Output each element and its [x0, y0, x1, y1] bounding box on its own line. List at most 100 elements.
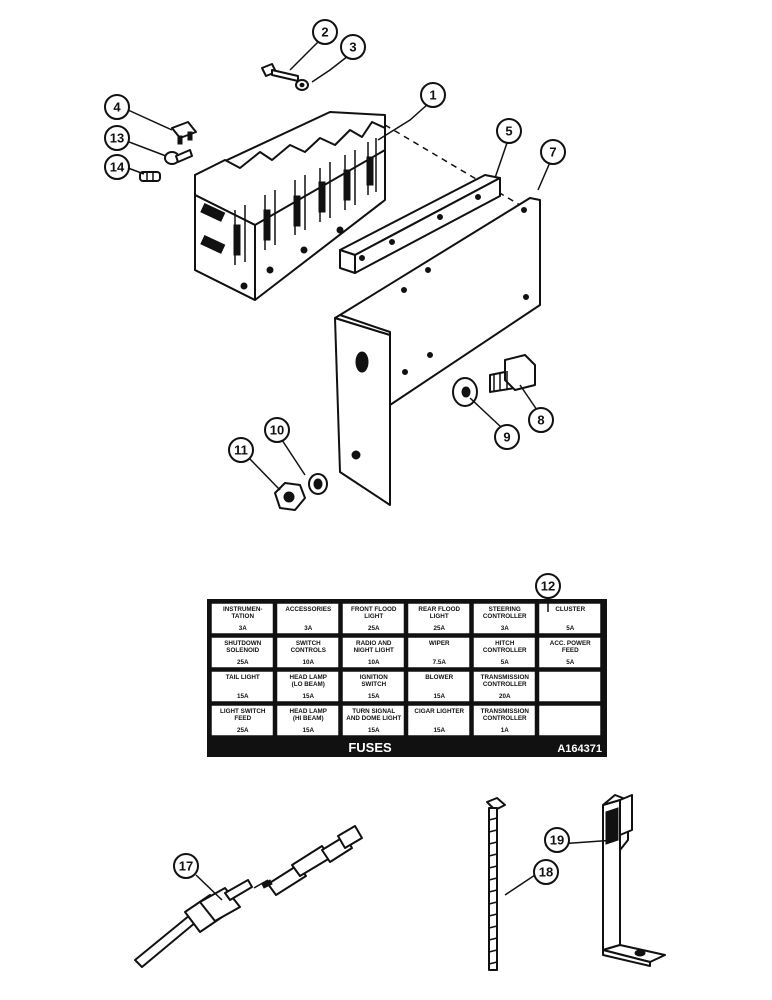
- fuse-circuit-label: SWITCH: [361, 681, 386, 688]
- fuse-rating: 25A: [368, 625, 380, 632]
- fuse-circuit-label: INSTRUMEN-: [223, 606, 263, 613]
- fuse-circuit-label: STEERING: [489, 606, 521, 613]
- callout-18: 18: [533, 859, 559, 885]
- callout-9: 9: [494, 424, 520, 450]
- fuse-circuit-label: CONTROLS: [291, 647, 326, 654]
- fuse-rating: 7.5A: [433, 659, 447, 666]
- callout-7: 7: [540, 139, 566, 165]
- fuse-rating: 5A: [566, 625, 575, 632]
- hose-clip-bracket: [602, 794, 666, 967]
- mounting-bracket: [334, 197, 541, 506]
- fuse-circuit-label: HEAD LAMP: [290, 708, 327, 715]
- fuse-rating: 10A: [368, 659, 380, 666]
- fuse-cell: INSTRUMEN-TATION 3A: [210, 602, 275, 635]
- fuse-circuit-label: CIGAR LIGHTER: [414, 708, 464, 715]
- fuse-rating: 3A: [239, 625, 248, 632]
- svg-text:14: 14: [110, 160, 125, 175]
- fuse-circuit-label: REAR FLOOD: [418, 606, 460, 613]
- fuse-block: [194, 111, 386, 301]
- fuse-circuit-label: (HI BEAM): [293, 715, 324, 722]
- fuse-cell: HEAD LAMP(LO BEAM)15A: [275, 670, 340, 703]
- fuse-circuit-label: HEAD LAMP: [290, 674, 327, 681]
- fuse-rating: 3A: [501, 625, 510, 632]
- svg-text:9: 9: [503, 430, 510, 445]
- svg-text:8: 8: [537, 413, 544, 428]
- fuse-circuit-label: CONTROLLER: [483, 681, 527, 688]
- sensor-assembly: [134, 825, 363, 968]
- fuse-rating: 25A: [433, 625, 445, 632]
- svg-text:3: 3: [349, 40, 356, 55]
- fuse-cell: CLUSTER 5A: [537, 602, 602, 635]
- callout-13: 13: [104, 125, 130, 151]
- fuse-chart-title: FUSES: [348, 740, 392, 755]
- fuse-circuit-label: FEED: [562, 647, 579, 654]
- lock-washer-small: [295, 79, 309, 91]
- fuse-circuit-label: (LO BEAM): [292, 681, 325, 688]
- svg-text:1: 1: [429, 88, 436, 103]
- fuse-circuit-label: BLOWER: [425, 674, 453, 681]
- callout-11: 11: [228, 437, 254, 463]
- fuse-circuit-label: FRONT FLOOD: [351, 606, 397, 613]
- fuse-circuit-label: RADIO AND: [356, 640, 392, 647]
- blade-fuse: [171, 121, 197, 145]
- fuse-circuit-label: AND DOME LIGHT: [346, 715, 401, 722]
- fuse-rating: 1A: [501, 727, 510, 734]
- fuse-rating: 10A: [302, 659, 314, 666]
- fuse-circuit-label: CONTROLLER: [483, 647, 527, 654]
- fuse-circuit-label: CLUSTER: [555, 606, 585, 613]
- fuse-circuit-label: SHUTDOWN: [224, 640, 262, 647]
- fuse-circuit-label: HITCH: [495, 640, 515, 647]
- fuse-circuit-label: LIGHT: [364, 613, 383, 620]
- callout-3: 3: [340, 34, 366, 60]
- fuse-circuit-label: TATION: [232, 613, 255, 620]
- fuse-circuit-label: ACC. POWER: [550, 640, 591, 647]
- lock-washer: [308, 473, 328, 495]
- fuse-circuit-label: SWITCH: [296, 640, 321, 647]
- fuse-circuit-label: IGNITION: [360, 674, 388, 681]
- fuse-cell: [537, 670, 602, 703]
- fuse-circuit-label: TURN SIGNAL: [352, 708, 395, 715]
- fuse-circuit-label: CONTROLLER: [483, 613, 527, 620]
- svg-text:10: 10: [270, 423, 284, 438]
- fuse-rating: 15A: [368, 693, 380, 700]
- fuse-cell: TAIL LIGHT 15A: [210, 670, 275, 703]
- svg-text:18: 18: [539, 865, 553, 880]
- bolt-small: [261, 63, 299, 82]
- fuse-rating: 25A: [237, 659, 249, 666]
- fuse-rating: 5A: [501, 659, 510, 666]
- fuse-circuit-label: FEED: [234, 715, 251, 722]
- fuse-circuit-label: LIGHT: [430, 613, 449, 620]
- callout-2: 2: [312, 19, 338, 45]
- fuse-circuit-label: TAIL LIGHT: [226, 674, 260, 681]
- fuse-cell: CIGAR LIGHTER 15A: [406, 704, 471, 737]
- hex-bolt: [489, 354, 536, 393]
- svg-text:4: 4: [113, 100, 121, 115]
- fuse-circuit-label: TRANSMISSION: [481, 674, 530, 681]
- fuse-rating: 20A: [499, 693, 511, 700]
- fuse-rating: 15A: [433, 727, 445, 734]
- fuse-rating: 15A: [433, 693, 445, 700]
- fuse-circuit-label: NIGHT LIGHT: [354, 647, 394, 654]
- fuse-rating: 15A: [237, 693, 249, 700]
- callout-19: 19: [544, 827, 570, 853]
- svg-text:17: 17: [179, 859, 193, 874]
- fuse-cell: BLOWER 15A: [406, 670, 471, 703]
- callout-12: 12: [535, 573, 561, 599]
- fuse-circuit-label: TRANSMISSION: [481, 708, 530, 715]
- callout-4: 4: [104, 94, 130, 120]
